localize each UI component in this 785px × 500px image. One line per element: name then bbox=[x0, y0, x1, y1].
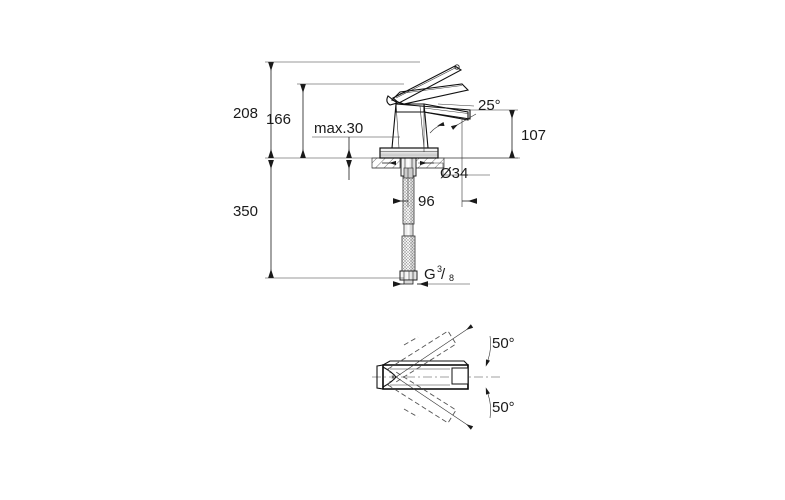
plan-spout-rotated-ccw bbox=[387, 330, 457, 383]
dimension-hole-diameter: Ø34 bbox=[382, 160, 490, 182]
spout-arm bbox=[395, 103, 471, 120]
dimension-350: 350 bbox=[233, 160, 404, 279]
thread-label-separator: / bbox=[441, 266, 446, 283]
dimension-max30: max.30 bbox=[312, 120, 400, 180]
flexible-supply-hose bbox=[401, 175, 416, 272]
faucet-body bbox=[391, 103, 469, 149]
plan-spout-body bbox=[376, 360, 469, 390]
dimension-208-label: 208 bbox=[233, 105, 258, 122]
dimension-166-label: 166 bbox=[266, 111, 291, 128]
plan-view-group: 50° 50° bbox=[372, 324, 515, 430]
faucet-base bbox=[379, 147, 439, 159]
lever-handle-seated bbox=[386, 83, 470, 106]
dimension-swivel-upper-label: 50° bbox=[492, 335, 515, 352]
thread-label-numerator: 3 bbox=[437, 264, 442, 274]
thread-label-g38: G 3 / 8 bbox=[393, 264, 470, 287]
lever-handle-raised bbox=[392, 64, 463, 104]
dimension-hole-diameter-label: Ø34 bbox=[440, 165, 468, 182]
dimension-handle-angle: 25° bbox=[423, 97, 501, 152]
dimension-swivel-lower: 50° bbox=[395, 376, 515, 430]
dimension-208: 208 bbox=[233, 61, 420, 158]
dimension-max30-label: max.30 bbox=[314, 120, 363, 137]
dimension-96: 96 bbox=[393, 122, 477, 210]
thread-label-prefix: G bbox=[424, 266, 436, 283]
dimension-swivel-upper: 50° bbox=[395, 324, 515, 378]
dimension-96-label: 96 bbox=[418, 193, 435, 210]
dimension-107-label: 107 bbox=[521, 127, 546, 144]
dimension-swivel-lower-label: 50° bbox=[492, 399, 515, 416]
dimension-166: 166 bbox=[266, 83, 404, 158]
plan-spout-rotated-cw bbox=[387, 371, 457, 424]
g38-connector-nut bbox=[399, 270, 418, 285]
thread-label-denominator: 8 bbox=[449, 273, 454, 283]
dimension-107: 107 bbox=[444, 109, 546, 159]
dimension-handle-angle-label: 25° bbox=[478, 97, 501, 114]
dimension-350-label: 350 bbox=[233, 203, 258, 220]
elevation-view-group: 208 166 max.30 350 bbox=[233, 61, 546, 287]
